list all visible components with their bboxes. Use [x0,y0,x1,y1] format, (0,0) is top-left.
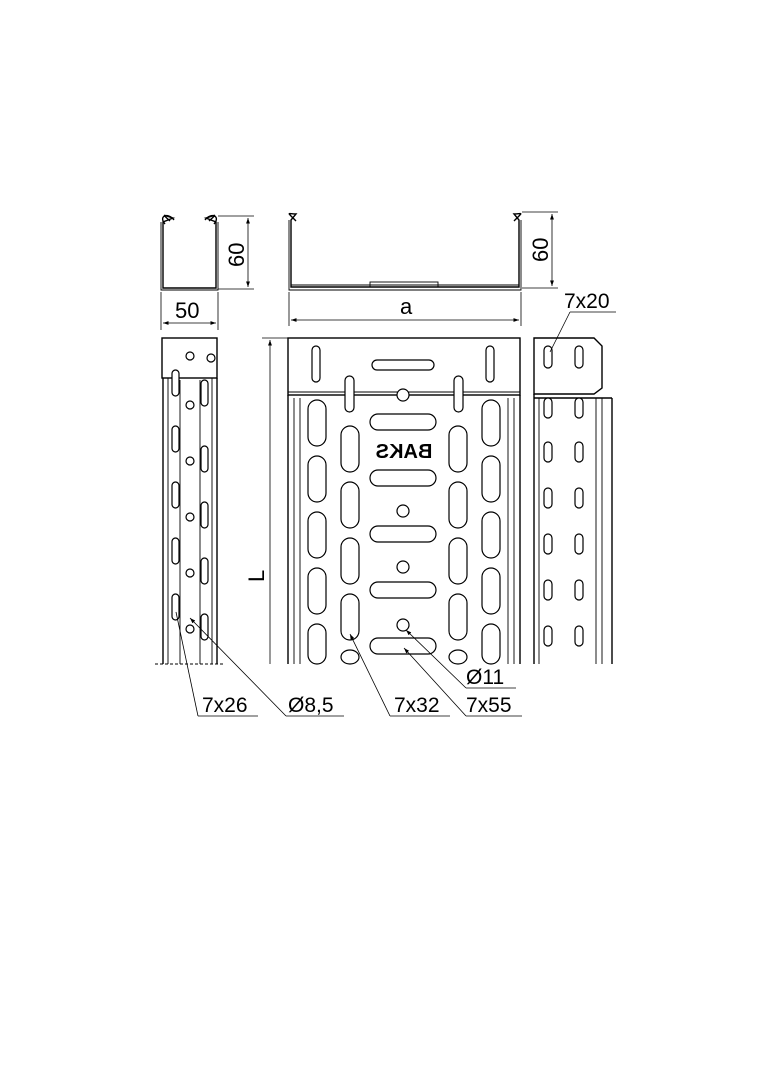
front-view-height-dimension: 60 [522,211,558,289]
callout-7x55: 7x55 [403,647,522,717]
end-height-label: 60 [224,243,249,267]
side-view [155,337,225,665]
front-view-width-dimension: a [288,292,522,326]
callout-7x55-label: 7x55 [466,694,512,717]
callout-7x20-label: 7x20 [564,290,610,313]
callout-7x32: 7x32 [349,633,450,717]
top-view-inner-slots [340,425,468,665]
callout-hole-8-5: Ø8,5 [189,617,344,717]
length-dimension: L [244,337,288,664]
top-view-cross-slots [369,413,437,655]
callout-7x32-label: 7x32 [394,694,440,717]
brand-mark: BAKS [376,441,433,463]
top-view-round-holes [396,504,410,632]
front-height-label: 60 [528,238,553,262]
length-label: L [244,570,269,582]
side-view-holes [185,400,195,634]
end-view-width-dimension: 50 [160,292,219,330]
end-view-profile [160,214,219,291]
side-view-slots [171,369,209,641]
callout-7x26-label: 7x26 [202,694,248,717]
top-view-outer-slots [307,399,501,665]
end-width-label: 50 [175,298,199,323]
front-width-label: a [400,294,413,319]
callout-hole-11: Ø11 [405,629,516,689]
wall-view-slots [543,397,584,647]
callout-7x20: 7x20 [549,290,616,353]
front-view-profile [288,212,522,291]
callout-7x26: 7x26 [175,611,258,717]
end-view-height-dimension: 60 [218,215,254,290]
top-view: BAKS [287,337,521,665]
wall-view [533,337,613,664]
callout-hole-8-5-label: Ø8,5 [288,694,334,717]
callout-hole-11-label: Ø11 [466,666,504,689]
